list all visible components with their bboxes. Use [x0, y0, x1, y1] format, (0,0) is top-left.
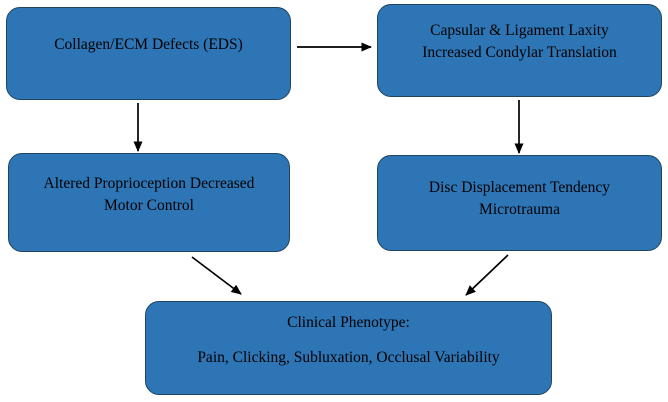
node-altered-proprioception: Altered Proprioception Decreased Motor C… [8, 153, 290, 252]
node-clinical-phenotype: Clinical Phenotype: Pain, Clicking, Subl… [145, 301, 552, 395]
arrow-disc-to-phenotype [465, 254, 509, 296]
node-capsular-ligament-laxity: Capsular & Ligament Laxity Increased Con… [377, 4, 662, 97]
node-text-line: Microtrauma [479, 201, 560, 218]
node-text-line: Increased Condylar Translation [422, 44, 617, 61]
node-text-line: Pain, Clicking, Subluxation, Occlusal Va… [197, 349, 500, 366]
arrow-proprioception-to-phenotype [191, 256, 242, 295]
node-collagen-ecm-defects: Collagen/ECM Defects (EDS) [6, 7, 291, 100]
node-text-line: Disc Displacement Tendency [428, 179, 611, 196]
node-text-line: Motor Control [104, 197, 194, 214]
node-text-line: Clinical Phenotype: [287, 314, 410, 331]
node-text-line: Altered Proprioception Decreased [43, 175, 255, 192]
node-text-line: Collagen/ECM Defects (EDS) [54, 36, 243, 53]
node-text-line: Capsular & Ligament Laxity [430, 22, 609, 39]
node-disc-displacement-tendency: Disc Displacement Tendency Microtrauma [377, 155, 662, 251]
